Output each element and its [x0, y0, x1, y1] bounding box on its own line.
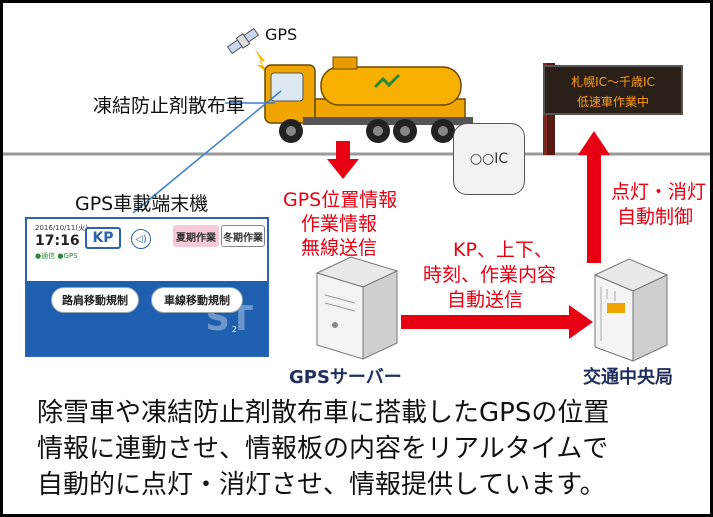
sign-line-2: 低速車作業中: [576, 95, 649, 109]
kp-button[interactable]: KP: [85, 227, 121, 249]
wireless-text-line-1: GPS位置情報: [283, 189, 398, 211]
server-icon: [315, 256, 399, 360]
tablet-date: 2016/10/11(火): [35, 224, 88, 232]
arrow-center-to-sign: [578, 131, 610, 263]
summer-work-button[interactable]: 夏期作業: [173, 225, 219, 247]
arrow-truck-to-server: [327, 141, 359, 179]
caption-line-1: 除雪車や凍結防止剤散布車に搭載したGPSの位置: [37, 398, 610, 428]
auto-send-text-line-3: 自動送信: [447, 289, 524, 311]
control-text-line-2: 自動制御: [617, 206, 694, 228]
satellite-icon: [226, 27, 260, 55]
caption-line-3: 自動的に点灯・消灯させ、情報提供しています。: [37, 470, 606, 500]
control-text-line-1: 点灯・消灯: [611, 181, 707, 203]
speaker-icon[interactable]: ◁): [131, 229, 151, 249]
auto-send-text-line-2: 時刻、作業内容: [423, 264, 557, 286]
shoulder-move-regulation-button[interactable]: 路肩移動規制: [51, 287, 139, 313]
info-sign-board: 札幌IC〜千歳IC 低速車作業中: [543, 65, 683, 115]
caption-line-2: 情報に連動させ、情報板の内容をリアルタイムで: [37, 434, 609, 464]
tablet-page-indicator: 2: [231, 325, 237, 334]
lane-move-regulation-button[interactable]: 車線移動規制: [151, 287, 243, 313]
terminal-label: GPS車載端末機: [75, 193, 209, 215]
wireless-text-line-2: 作業情報: [301, 213, 378, 235]
terminal-leader-line: [132, 90, 282, 214]
wireless-text-line-3: 無線送信: [301, 237, 378, 259]
gps-terminal-tablet: 2016/10/11(火) 17:16 ●通信 ●GPS KP ◁) 夏期作業 …: [25, 217, 269, 357]
winter-work-button[interactable]: 冬期作業: [221, 225, 265, 247]
center-building-icon: [593, 258, 669, 362]
caption: 除雪車や凍結防止剤散布車に搭載したGPSの位置 情報に連動させ、情報板の内容をリ…: [37, 395, 697, 503]
sign-line-1: 札幌IC〜千歳IC: [571, 75, 655, 89]
gps-label: GPS: [265, 25, 298, 44]
auto-send-text-line-1: KP、上下、: [453, 239, 553, 261]
center-label: 交通中央局: [583, 367, 673, 388]
server-label: GPSサーバー: [289, 367, 402, 388]
tablet-status: ●通信 ●GPS: [35, 252, 78, 260]
diagram-graphics: [3, 27, 710, 362]
ic-box: ○○IC: [453, 123, 525, 195]
truck-label: 凍結防止剤散布車: [93, 95, 246, 117]
tablet-time: 17:16: [35, 233, 80, 249]
arrow-server-to-center: [401, 305, 593, 339]
signal-bolt-icon: [255, 49, 273, 77]
truck-icon: [264, 56, 473, 143]
